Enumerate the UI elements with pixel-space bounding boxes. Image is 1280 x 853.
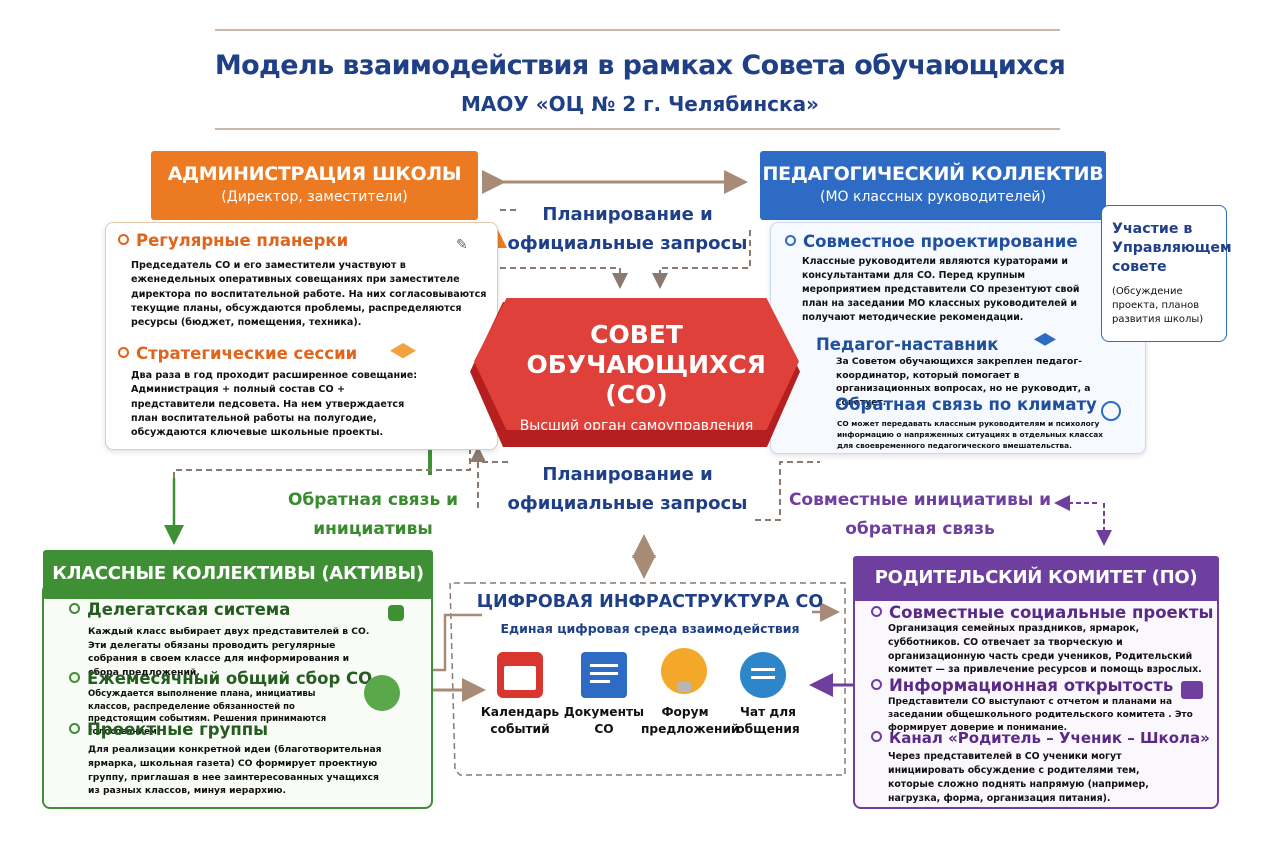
parents-panel: Совместные социальные проекты Организаци… — [853, 586, 1219, 809]
digital-subtitle: Единая цифровая среда взаимодействия — [500, 621, 800, 636]
chat-label[interactable]: Чат для общения — [736, 705, 800, 736]
parents-section-title: Информационная открытость — [871, 676, 1173, 695]
planning-label-top: Планирование и официальные запросы — [507, 204, 748, 254]
ped-section-title: Обратная связь по климату — [835, 395, 1097, 414]
ped-section-text: Классные руководители являются кураторам… — [802, 256, 1080, 323]
parents-section-text: Через представителей в СО ученики могут … — [888, 751, 1149, 804]
admin-section-text: Председатель СО и его заместители участв… — [131, 260, 487, 329]
classes-section-title: Проектные группы — [69, 720, 268, 739]
admin-section-text: Два раза в год проходит расширенное сове… — [131, 370, 418, 439]
administration-subtitle: (Директор, заместители) — [221, 189, 408, 205]
admin-section-title: Регулярные планерки — [118, 231, 348, 250]
ped-section-text: СО может передавать классным руководител… — [837, 419, 1104, 450]
digital-title: ЦИФРОВАЯ ИНФРАСТРУКТУРА СО — [476, 592, 824, 612]
chat-icon[interactable] — [740, 652, 786, 698]
governing-council-title: Участие в Управляющем совете — [1112, 221, 1232, 275]
calendar-label[interactable]: Календарь событий — [480, 705, 560, 736]
classes-header: КЛАССНЫЕ КОЛЛЕКТИВЫ (АКТИВЫ) — [43, 550, 433, 599]
parents-header: РОДИТЕЛЬСКИЙ КОМИТЕТ (ПО) — [853, 556, 1219, 601]
lightbulb-icon[interactable] — [661, 648, 707, 694]
forum-label[interactable]: Форум предложений — [641, 705, 740, 736]
student-council-title: СОВЕТ ОБУЧАЮЩИХСЯ (СО) — [526, 320, 766, 409]
classes-title: КЛАССНЫЕ КОЛЛЕКТИВЫ (АКТИВЫ) — [52, 563, 424, 584]
joint-initiatives-label: Совместные инициативы и обратная связь — [788, 490, 1052, 539]
administration-header: АДМИНИСТРАЦИЯ ШКОЛЫ (Директор, заместите… — [151, 151, 478, 220]
graduation-cap-icon — [390, 343, 416, 359]
parents-title: РОДИТЕЛЬСКИЙ КОМИТЕТ (ПО) — [874, 567, 1198, 588]
pedagogical-panel: Совместное проектирование Классные руков… — [770, 222, 1146, 454]
title-rule-top — [215, 29, 1060, 31]
info-icon — [1181, 681, 1203, 699]
calendar-icon[interactable] — [497, 652, 543, 698]
classes-section-text: Для реализации конкретной идеи (благотво… — [88, 744, 382, 797]
pin-icon: ✎ — [456, 237, 468, 253]
title-rule-bottom — [215, 128, 1060, 130]
ped-section-title: Педагог-наставник — [816, 335, 999, 354]
page-subtitle: МАОУ «ОЦ № 2 г. Челябинска» — [461, 92, 819, 116]
page-title: Модель взаимодействия в рамках Совета об… — [214, 50, 1066, 81]
planning-label-bottom: Планирование и официальные запросы — [507, 464, 748, 514]
admin-section-title: Стратегические сессии — [118, 344, 357, 363]
administration-panel: Регулярные планерки ✎ Председатель СО и … — [105, 222, 498, 450]
parents-section-title: Канал «Родитель – Ученик – Школа» — [871, 729, 1210, 747]
classes-section-text: Обсуждается выполнение плана, инициативы… — [88, 689, 327, 737]
delegate-user-icon — [388, 605, 404, 621]
pedagogical-header: ПЕДАГОГИЧЕСКИЙ КОЛЛЕКТИВ (МО классных ру… — [760, 151, 1106, 220]
parents-section-title: Совместные социальные проекты — [871, 603, 1213, 622]
classes-section-title: Ежемесячный общий сбор СО — [69, 669, 372, 688]
ped-section-text: За Советом обучающихся закреплен педагог… — [836, 356, 1091, 408]
mentor-cap-icon — [1034, 333, 1056, 346]
classes-section-title: Делегатская система — [69, 600, 290, 619]
student-council-subtitle: Высший орган самоуправления — [519, 418, 754, 434]
classes-panel: Делегатская система Каждый класс выбирае… — [42, 583, 433, 809]
documents-icon[interactable] — [581, 652, 627, 698]
parents-section-text: Организация семейных праздников, ярмарок… — [888, 623, 1202, 676]
pedagogical-subtitle: (МО классных руководителей) — [819, 189, 1046, 205]
ped-section-title: Совместное проектирование — [785, 232, 1078, 251]
governing-council-card: Участие в Управляющем совете (Обсуждение… — [1101, 205, 1232, 342]
feedback-label: Обратная связь и инициативы — [287, 490, 459, 539]
documents-label[interactable]: Документы СО — [563, 705, 645, 736]
pedagogical-title: ПЕДАГОГИЧЕСКИЙ КОЛЛЕКТИВ — [762, 163, 1104, 185]
governing-council-text: (Обсуждение проекта, планов развития шко… — [1112, 286, 1204, 325]
classes-section-text: Каждый класс выбирает двух представителе… — [88, 626, 370, 678]
administration-title: АДМИНИСТРАЦИЯ ШКОЛЫ — [167, 163, 462, 185]
student-council-badge: СОВЕТ ОБУЧАЮЩИХСЯ (СО) Высший орган само… — [474, 298, 799, 430]
target-icon — [364, 675, 400, 711]
climate-gear-icon — [1101, 401, 1121, 421]
parents-section-text: Представители СО выступают с отчетом и п… — [888, 697, 1193, 734]
